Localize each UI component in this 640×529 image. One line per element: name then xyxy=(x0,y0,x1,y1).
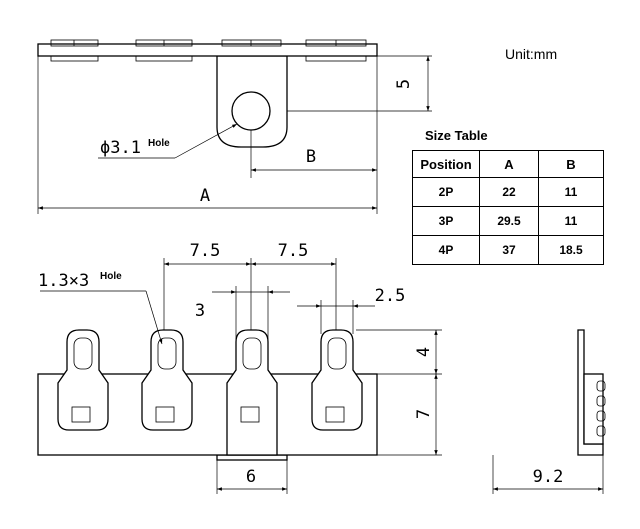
dim-b: B xyxy=(306,147,316,167)
table-cell: 11 xyxy=(538,177,604,207)
dim-pitch-2: 7.5 xyxy=(278,241,309,261)
table-cell: 2P xyxy=(412,177,480,207)
dim-slot: 1.3×3 xyxy=(38,271,89,291)
terminal-3 xyxy=(226,329,278,456)
table-row: 3P 29.5 11 xyxy=(412,206,604,236)
dim-pitch-1: 7.5 xyxy=(190,241,221,261)
table-cell: 3P xyxy=(412,206,480,236)
dim-foot-width: 6 xyxy=(246,467,256,487)
dim-hole-dia: ϕ3.1 xyxy=(100,138,141,158)
unit-label: Unit:mm xyxy=(505,46,558,62)
dim-gap: 2.5 xyxy=(375,286,406,306)
table-cell: 37 xyxy=(479,235,539,265)
terminal-4 xyxy=(311,329,363,431)
header-b: B xyxy=(538,150,604,178)
dim-terminal-width: 3 xyxy=(195,301,205,321)
table-row: 4P 37 18.5 xyxy=(412,235,604,265)
table-cell: 18.5 xyxy=(538,235,604,265)
dim-lower-height: 7 xyxy=(414,409,434,419)
table-cell: 22 xyxy=(479,177,539,207)
dim-slot-word: Hole xyxy=(100,271,122,282)
dim-a: A xyxy=(200,186,210,206)
size-table: Position A B 2P 22 11 3P 29.5 11 4P 37 1… xyxy=(412,150,604,265)
table-cell: 29.5 xyxy=(479,206,539,236)
dim-upper-height: 4 xyxy=(414,347,434,357)
top-view: 5 B A ϕ3.1 Hole xyxy=(37,39,432,214)
table-header-row: Position A B xyxy=(412,150,604,178)
table-cell: 4P xyxy=(412,235,480,265)
dim-hole-word: Hole xyxy=(148,138,170,149)
mounting-hole xyxy=(231,91,271,131)
size-table-title: Size Table xyxy=(425,128,488,143)
top-terminals xyxy=(50,39,367,62)
header-position: Position xyxy=(412,150,480,178)
table-row: 2P 22 11 xyxy=(412,177,604,207)
side-view: 9.2 xyxy=(492,329,606,494)
terminal-2 xyxy=(141,329,193,431)
terminal-1 xyxy=(57,329,109,431)
dim-tab-height: 5 xyxy=(394,79,414,89)
table-cell: 11 xyxy=(538,206,604,236)
dim-side-depth: 9.2 xyxy=(533,467,564,487)
front-view: 7.5 7.5 3 2.5 1.3×3 Hole 4 7 6 xyxy=(37,241,442,494)
header-a: A xyxy=(479,150,539,178)
